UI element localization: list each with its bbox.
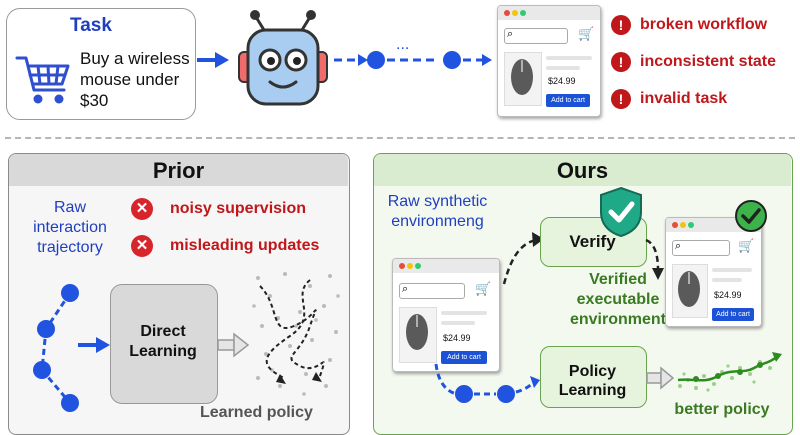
- task-title: Task: [70, 15, 112, 36]
- better-policy-chart: [677, 352, 782, 392]
- state-node: [367, 51, 385, 69]
- section-divider: [5, 137, 795, 139]
- add-to-cart-button[interactable]: Add to cart: [546, 94, 590, 107]
- product-price: $24.99: [548, 76, 576, 86]
- trajectory-top: [334, 51, 492, 69]
- search-icon: ⌕: [507, 28, 514, 40]
- search-icon: ⌕: [675, 240, 682, 252]
- mouse-product-icon: [406, 314, 428, 350]
- cart-icon: 🛒: [738, 238, 755, 253]
- add-to-cart-button[interactable]: Add to cart: [441, 351, 487, 364]
- policy-learning-label: Policy Learning: [558, 363, 627, 399]
- task-text: Buy a wireless mouse under $30: [80, 49, 190, 110]
- mouse-product-icon: [511, 59, 533, 95]
- robot-agent-icon: [238, 10, 328, 106]
- mouse-product-icon: [678, 271, 700, 307]
- browser-window-top: ⌕ 🛒 $24.99 Add to cart: [497, 5, 601, 117]
- ours-title: Ours: [556, 158, 609, 183]
- warning-inconsistent-state: inconsistent state: [640, 53, 777, 70]
- state-node: [443, 51, 461, 69]
- shopping-cart-icon: [15, 56, 70, 104]
- product-price: $24.99: [443, 333, 471, 343]
- direct-learning-box: [110, 284, 218, 404]
- arrow-verify-to-env: [645, 238, 664, 280]
- x-icon: ✕: [131, 235, 153, 257]
- cart-icon: 🛒: [475, 281, 492, 296]
- learned-policy-label: Learned policy: [200, 404, 313, 421]
- add-to-cart-button[interactable]: Add to cart: [712, 308, 754, 321]
- verified-env-label: Verified executable environment: [569, 271, 666, 328]
- verify-label: Verify: [569, 232, 616, 251]
- arrow-to-agent: [197, 52, 229, 68]
- warning-icon: !: [611, 52, 631, 72]
- arrow-to-policy: [217, 332, 250, 358]
- ellipsis: ...: [396, 36, 410, 53]
- warning-icon: !: [611, 15, 631, 35]
- check-circle-icon: [735, 200, 767, 232]
- prior-raw-label: Raw interaction trajectory: [33, 199, 107, 256]
- prior-header: [9, 154, 348, 186]
- ours-raw-label: Raw synthetic environmeng: [387, 193, 488, 230]
- arrow-to-better-policy: [646, 366, 675, 390]
- browser-window-raw: ⌕ 🛒 $24.99 Add to cart: [392, 258, 500, 372]
- warning-invalid-task: invalid task: [640, 90, 728, 107]
- cart-icon: 🛒: [578, 26, 595, 41]
- warning-icon: !: [611, 89, 631, 109]
- shield-check-icon: [600, 186, 642, 238]
- warning-broken-workflow: broken workflow: [640, 16, 768, 33]
- better-policy-label: better policy: [674, 401, 770, 418]
- prior-title: Prior: [152, 158, 205, 183]
- ours-header: [374, 154, 791, 186]
- product-price: $24.99: [714, 290, 742, 300]
- browser-window-verified: ⌕ 🛒 $24.99 Add to cart: [665, 217, 762, 327]
- trajectory-bottom: [434, 363, 540, 403]
- issue-misleading-updates: misleading updates: [170, 237, 320, 254]
- policy-learning-box: [540, 346, 647, 408]
- search-icon: ⌕: [402, 283, 409, 295]
- issue-noisy-supervision: noisy supervision: [170, 200, 307, 217]
- learned-policy-scatter: [252, 272, 340, 396]
- direct-learning-label: Direct Learning: [129, 323, 197, 360]
- arrow-raw-to-verify: [502, 232, 544, 285]
- x-icon: ✕: [131, 198, 153, 220]
- raw-trajectory-graph: [33, 284, 110, 412]
